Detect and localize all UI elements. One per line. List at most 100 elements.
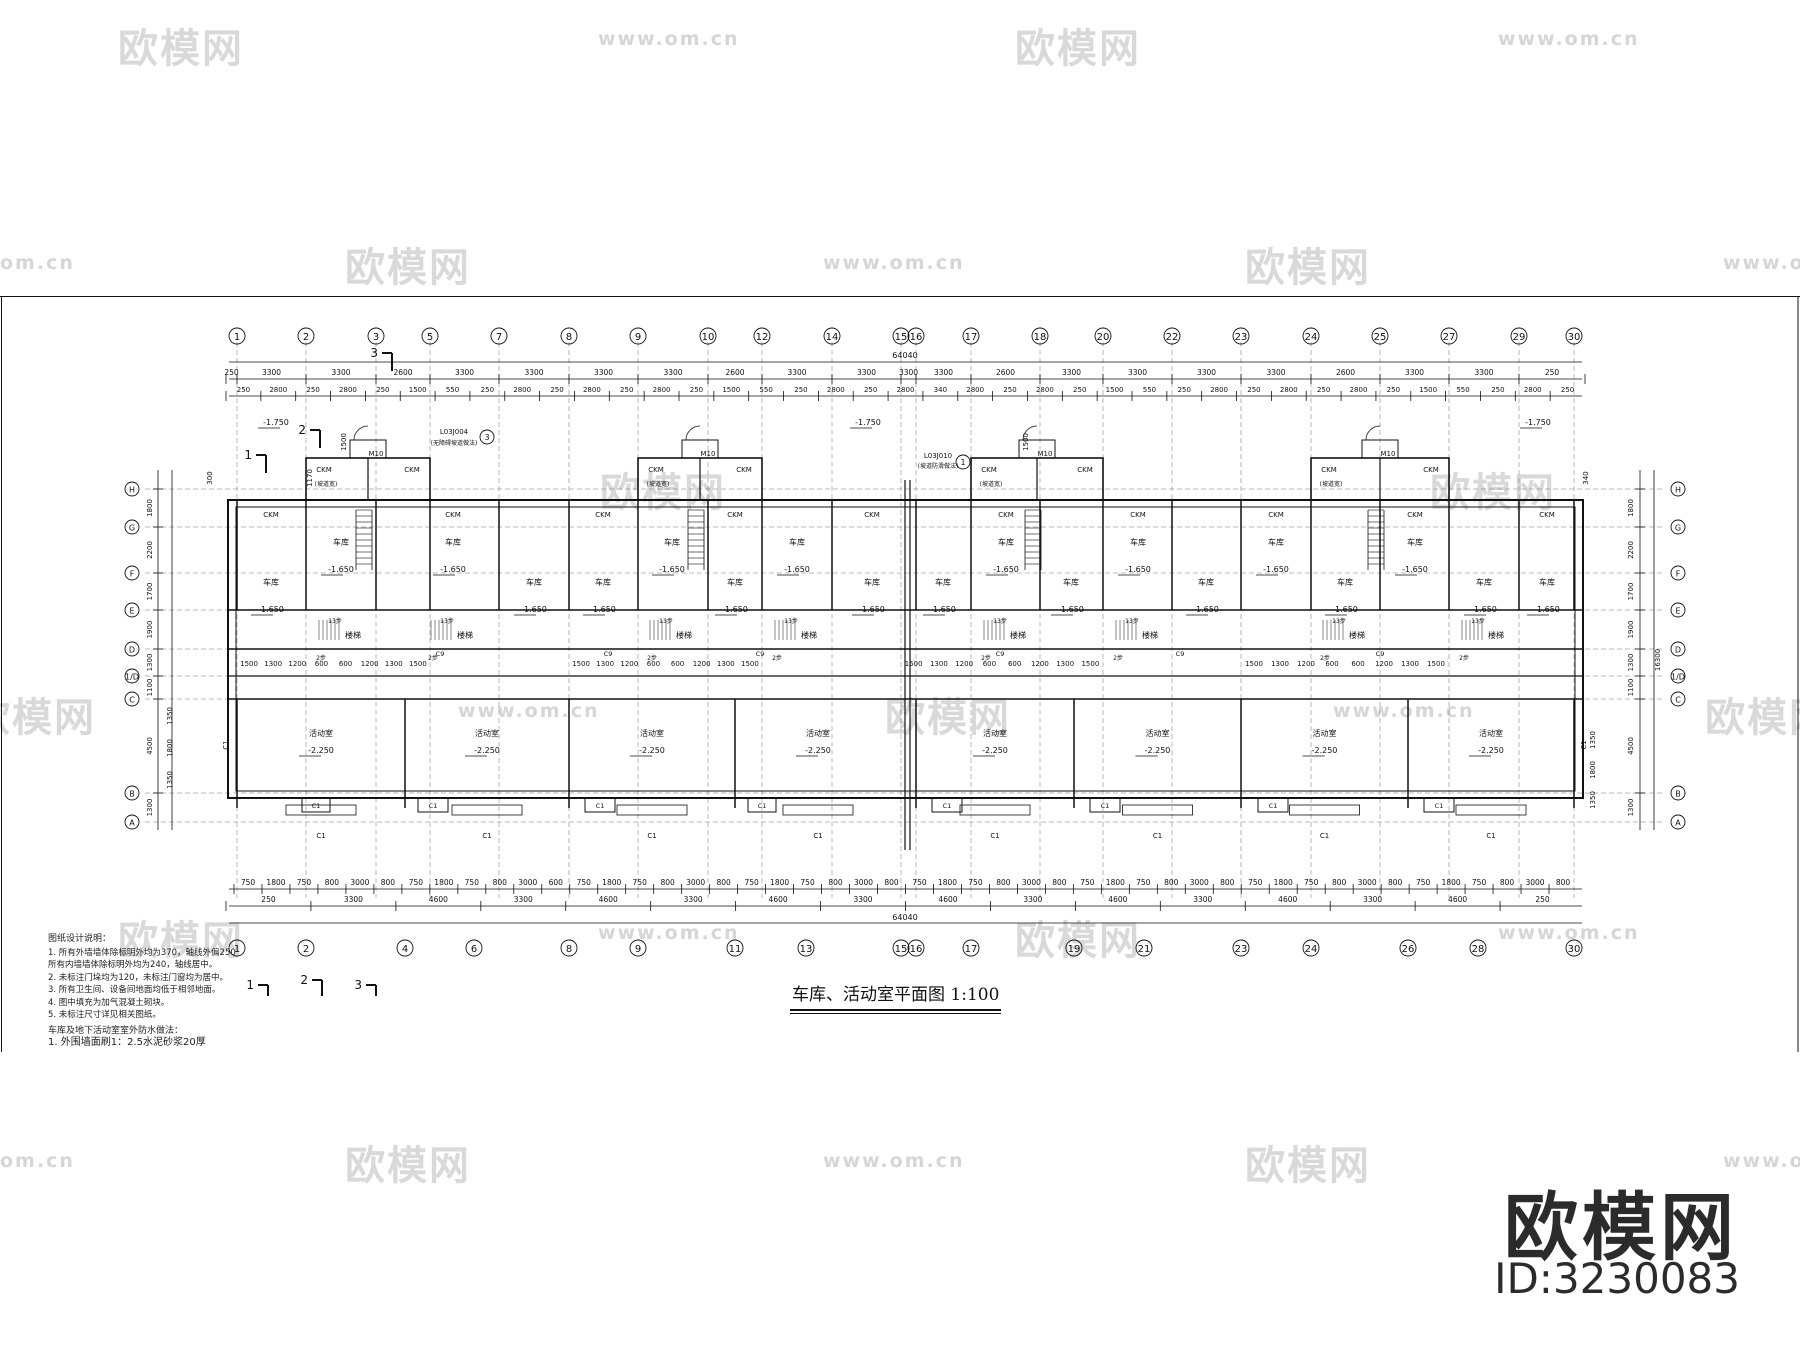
dim-text-bot2: 3300 (514, 895, 533, 904)
stair-dim: 600 (671, 660, 684, 668)
axis-circle-left (124, 565, 140, 581)
ckm-label: CKM (1423, 466, 1439, 474)
dim-text-left-sub: 1350 (166, 707, 174, 725)
stair-dim: 1300 (1401, 660, 1419, 668)
garage-level: -1.650 (1193, 605, 1219, 614)
step-label: 13步 (1471, 617, 1485, 625)
axis-label-right: A (1675, 819, 1681, 828)
garage-label: 车库 (789, 537, 805, 547)
dim-text-top1: 2600 (996, 368, 1015, 377)
stair-dim: 1200 (288, 660, 306, 668)
axis-label-left: H (129, 486, 135, 495)
dim-text-top2: 1500 (409, 386, 427, 394)
axis-circle-top (699, 327, 717, 345)
dim-text-bot1: 1800 (1106, 878, 1125, 887)
window-code-c9: C9 (1376, 650, 1385, 658)
dim-text-bot1: 750 (1136, 878, 1151, 887)
dim-text-top2: 2800 (339, 386, 357, 394)
dim-text-right: 4500 (1627, 737, 1635, 755)
axis-circle-bottom (228, 939, 246, 957)
dim-text-bot2: 4600 (938, 895, 957, 904)
stair-dim: 1300 (385, 660, 403, 668)
stair-dim: 1200 (1031, 660, 1049, 668)
stair-dim: 1500 (741, 660, 759, 668)
axis-label-bottom: 4 (402, 944, 408, 955)
window-code-c1: C1 (990, 832, 999, 840)
axis-circle-bottom (962, 939, 980, 957)
dim-text-right-sub: 1800 (1589, 761, 1597, 779)
axis-label-bottom: 9 (635, 944, 641, 955)
garage-label: 车库 (1198, 577, 1214, 587)
section-mark-top-1-label: 1 (244, 448, 252, 462)
garage-level: -1.650 (258, 605, 284, 614)
dim-text-top2: 1500 (1106, 386, 1124, 394)
dim-text-bot1: 750 (1304, 878, 1319, 887)
stair-dim: 1500 (1081, 660, 1099, 668)
dim-1170: 1170 (306, 469, 314, 487)
axis-circle-top (907, 327, 925, 345)
garage-label: 车库 (1337, 577, 1353, 587)
dim-text-bot1: 750 (633, 878, 648, 887)
dim-text-top1: 3300 (594, 368, 613, 377)
garage-door-label: CKM (1130, 511, 1146, 519)
window-code-c1: C1 (1486, 832, 1495, 840)
stair-dim: 600 (315, 660, 328, 668)
light-well (747, 797, 777, 813)
dim-total-top: 64040 (892, 351, 917, 360)
activity-label: 活动室 (309, 728, 333, 738)
dim-text-bot1: 1800 (602, 878, 621, 887)
outside-level: -1.750 (855, 418, 881, 427)
dim-text-bot1: 800 (1220, 878, 1235, 887)
axis-label-bottom: 30 (1568, 944, 1581, 955)
watermark-url: www.om.cn (823, 252, 965, 274)
axis-circle-top (1232, 327, 1250, 345)
garage-level: -1.650 (1471, 605, 1497, 614)
section-mark-bottom-2-label: 2 (300, 973, 308, 987)
axis-circle-right (1670, 785, 1686, 801)
door-swing (353, 425, 369, 441)
window-code-c1: C1 (1153, 832, 1162, 840)
axis-circle-bottom (726, 939, 744, 957)
window-code-c1: C1 (813, 832, 822, 840)
window-c1 (285, 804, 357, 816)
dim-text-left: 1300 (146, 654, 154, 672)
dim-text-left-sub: 1800 (166, 739, 174, 757)
garage-label: 车库 (998, 537, 1014, 547)
dim-text-top1: 3300 (787, 368, 806, 377)
activity-label: 活动室 (640, 728, 664, 738)
stair-dim: 1300 (717, 660, 735, 668)
axis-label-top: 25 (1374, 332, 1387, 343)
slope-label: (坡道宽) (315, 480, 338, 488)
stair-label: 楼梯 (345, 630, 361, 640)
window-c1 (451, 804, 523, 816)
window-code-well: C1 (596, 802, 605, 810)
watermark-url: www.om.cn (823, 1150, 965, 1172)
axis-label-bottom: 24 (1305, 944, 1318, 955)
stair-dim: 1200 (361, 660, 379, 668)
dim-text-top2: 2800 (513, 386, 531, 394)
dim-text-bot1: 800 (1332, 878, 1347, 887)
window-c1 (616, 804, 688, 816)
dim-text-bot1: 800 (884, 878, 899, 887)
axis-label-left: F (130, 570, 135, 579)
stair-dim: 1300 (596, 660, 614, 668)
dim-text-bot1: 800 (1388, 878, 1403, 887)
watermark-url: www.om.cn (598, 28, 740, 50)
dim-text-left: 2200 (146, 541, 154, 559)
window-code-c1: C1 (482, 832, 491, 840)
dim-text-right: 1800 (1627, 499, 1635, 517)
dim-text-bot1: 1800 (938, 878, 957, 887)
dim-total-bottom: 64040 (892, 913, 917, 922)
axis-circle-left (124, 785, 140, 801)
door-code: M10 (701, 450, 716, 458)
axis-label-right: E (1675, 607, 1680, 616)
stair-dim: 600 (647, 660, 660, 668)
window-code-c9: C9 (1176, 650, 1185, 658)
axis-circle-bottom (797, 939, 815, 957)
dim-text-top1: 3300 (1197, 368, 1216, 377)
dim-text-bot1: 800 (381, 878, 396, 887)
dim-text-bot1: 1800 (1274, 878, 1293, 887)
dim-text-bot1: 3000 (350, 878, 369, 887)
axis-label-top: 18 (1034, 332, 1047, 343)
dim-text-left: 1900 (146, 621, 154, 639)
